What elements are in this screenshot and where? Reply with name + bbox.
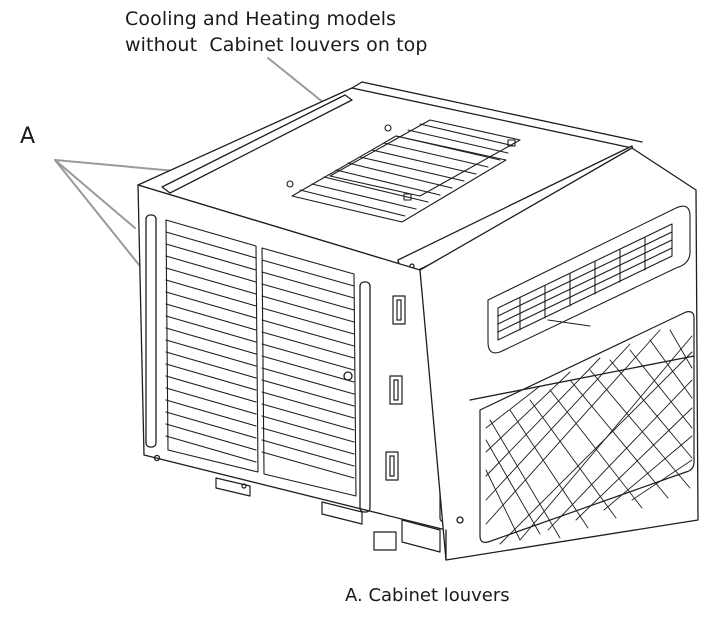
air-intake-grille bbox=[479, 311, 695, 545]
top-rail-left bbox=[161, 94, 353, 194]
air-outlet-vent bbox=[487, 205, 691, 354]
side-screw bbox=[456, 516, 464, 524]
cabinet-louvers-left bbox=[165, 219, 259, 473]
top-panel-edge bbox=[351, 81, 363, 89]
front-rail-left bbox=[145, 214, 157, 448]
front-screw bbox=[343, 371, 353, 381]
top-caption-line2: without Cabinet louvers on top bbox=[125, 34, 428, 56]
room-side-outline bbox=[419, 147, 699, 561]
top-caption-line1: Cooling and Heating models bbox=[125, 8, 397, 30]
callout-label-a: A bbox=[20, 124, 36, 149]
base-feet bbox=[215, 477, 441, 553]
front-rail-right bbox=[359, 281, 371, 513]
top-panel bbox=[137, 81, 643, 279]
room-side-panel bbox=[419, 147, 699, 561]
top-caption: Cooling and Heating models without Cabin… bbox=[125, 6, 428, 58]
leader-line-a-side bbox=[54, 159, 136, 229]
cabinet-louvers-right bbox=[261, 247, 357, 497]
legend-cabinet-louvers: A. Cabinet louvers bbox=[345, 585, 510, 606]
top-vent-grille bbox=[286, 119, 521, 223]
